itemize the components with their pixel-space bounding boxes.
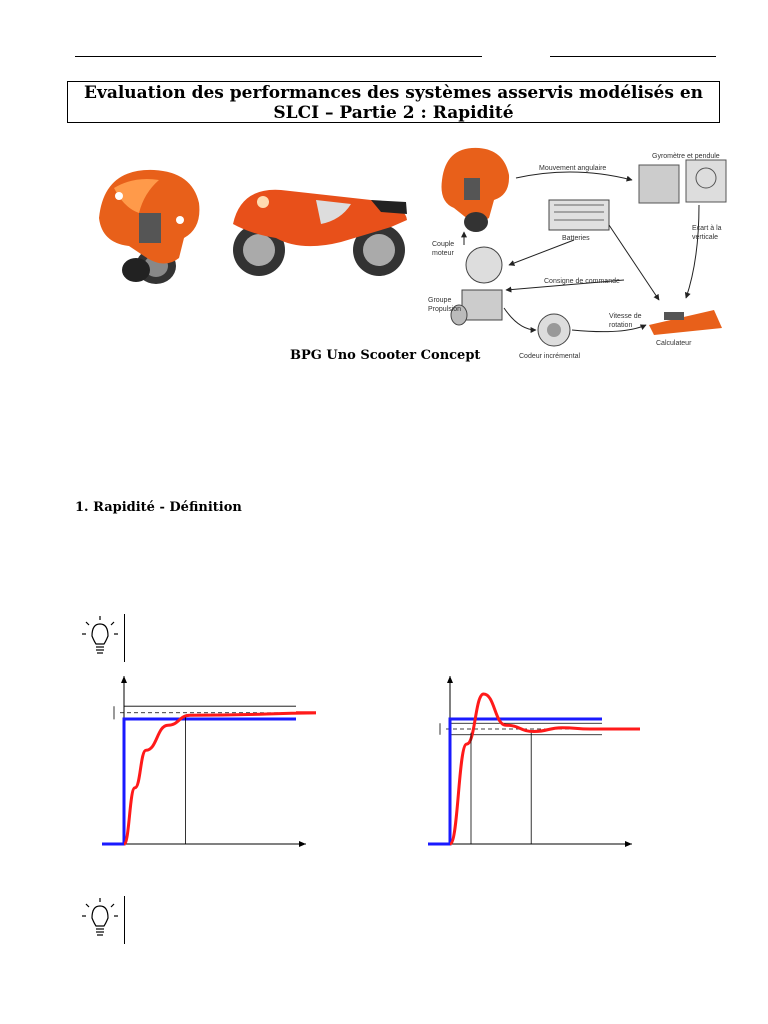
groupe-propulsion-icon [450,246,503,326]
input-step-series [102,717,296,846]
label-ecart-1: Ecart à la [692,225,722,232]
y-axis-arrow [121,676,127,683]
label-groupe-1: Groupe [428,297,451,304]
name-line-right [550,56,716,57]
response-series [448,692,640,846]
name-line-left [75,56,482,57]
response-series [122,711,316,846]
y-axis-arrow [447,676,453,683]
diagram-scooter-photo [432,144,512,234]
input-step-series [428,717,602,846]
note-bar [124,614,125,662]
title-line-2: SLCI – Partie 2 : Rapidité [273,103,514,123]
scooter-photo-side [221,172,411,284]
label-couple-1: Couple [432,241,454,248]
label-gyrometre: Gyromètre et pendule [652,153,720,160]
label-consigne: Consigne de commande [544,278,620,285]
label-vitesse-1: Vitesse de [609,313,642,320]
label-batteries: Batteries [562,235,590,242]
label-groupe-2: Propulsion [428,306,461,313]
section-heading: 1. Rapidité - Définition [75,500,242,515]
calculateur-icon [649,310,722,335]
label-ecart-2: verticale [692,234,718,241]
figure-caption: BPG Uno Scooter Concept [290,348,481,363]
step-response-chart-1 [102,676,316,847]
label-codeur: Codeur incrémental [519,353,581,360]
batteries-icon [548,199,610,231]
note-bar [124,896,125,944]
x-axis-arrow [625,841,632,847]
step-response-chart-2 [428,676,640,847]
system-diagram: Mouvement angulaire Gyromètre et pendule… [424,140,732,362]
scooter-photo-front [84,158,209,288]
lightbulb-icon [82,616,118,654]
codeur-icon [537,313,571,347]
label-mouvement: Mouvement angulaire [539,165,606,172]
label-vitesse-2: rotation [609,322,632,329]
lightbulb-icon [82,898,118,936]
x-axis-arrow [299,841,306,847]
title-box: Evaluation des performances des systèmes… [67,81,720,123]
label-couple-2: moteur [432,250,454,257]
gyrometre-icon [638,159,727,204]
title-line-1: Evaluation des performances des systèmes… [83,83,703,103]
label-calculateur: Calculateur [656,340,692,347]
